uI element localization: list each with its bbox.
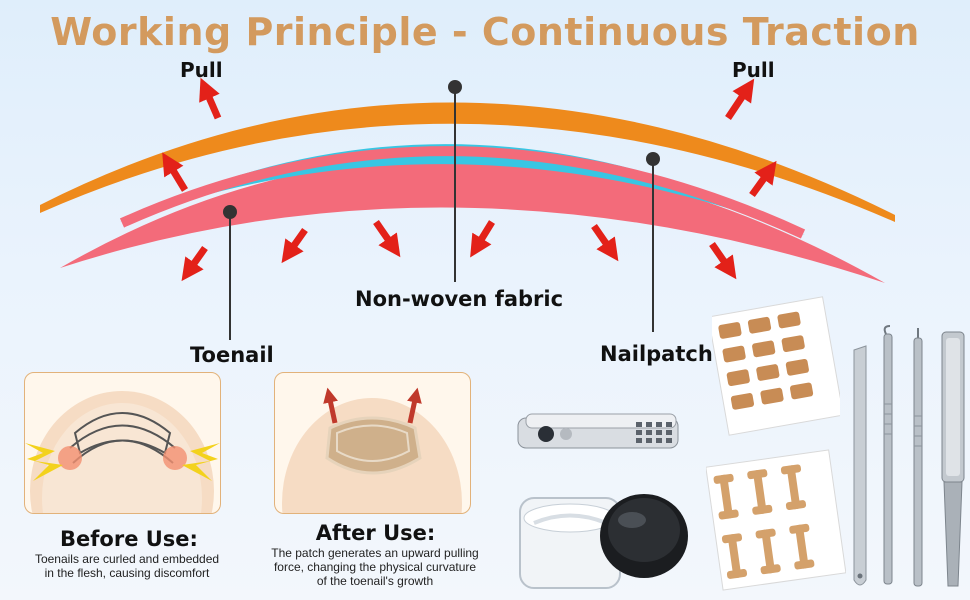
patch-sheet-icon (706, 449, 846, 591)
patch-sheet-icon (712, 296, 840, 436)
after-title: After Use: (315, 521, 436, 545)
file-tool-icon (853, 345, 867, 586)
file-tool-icon (941, 331, 965, 587)
after-description-1: The patch generates an upward pulling (271, 546, 479, 560)
before-description-2: in the flesh, causing discomfort (44, 566, 210, 580)
toenail-band (60, 157, 885, 283)
after-description-2: force, changing the physical curvature (273, 560, 477, 574)
lifter-tool-icon (883, 325, 893, 585)
fabric-band (40, 102, 895, 222)
nail-clipper-icon (517, 413, 679, 449)
gel-jar-icon (519, 494, 688, 589)
before-description-1: Toenails are curled and embedded (34, 552, 220, 566)
after-use-image (274, 372, 471, 514)
page-title: Working Principle - Continuous Traction (50, 10, 920, 54)
lifter-tool-icon (913, 328, 923, 587)
before-use-image (24, 372, 221, 514)
nailpatch-label: Nailpatch (600, 342, 713, 366)
after-description-3: of the toenail's growth (316, 574, 434, 588)
fabric-label: Non-woven fabric (355, 287, 564, 311)
pull-label-right: Pull (732, 58, 775, 82)
before-title: Before Use: (60, 527, 198, 551)
pull-label-left: Pull (180, 58, 223, 82)
toenail-label: Toenail (190, 343, 274, 367)
